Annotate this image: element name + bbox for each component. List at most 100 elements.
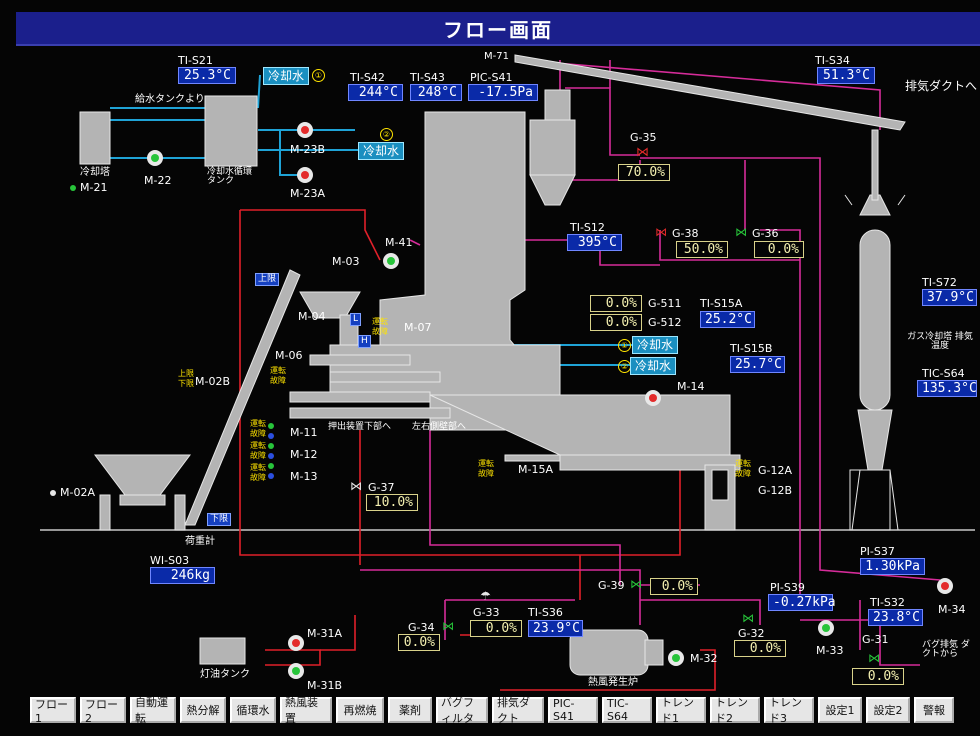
m12-label: M-12 — [290, 448, 318, 461]
valve-icon[interactable]: ⋈ — [350, 479, 362, 493]
nav-settings2[interactable]: 設定2 — [866, 697, 910, 723]
ti-s12-value[interactable]: 395°C — [567, 234, 622, 251]
g511-value[interactable]: 0.0% — [590, 295, 642, 312]
page-title: フロー画面 — [443, 17, 553, 42]
m11-label: M-11 — [290, 426, 318, 439]
g512-label: G-512 — [648, 316, 682, 329]
m15a-label: M-15A — [518, 463, 553, 476]
m04-label: M-04 — [298, 310, 326, 323]
nav-bag-filter[interactable]: バグフィルタ — [436, 696, 488, 725]
m32-label: M-32 — [690, 652, 718, 665]
ti-s15a-value[interactable]: 25.2°C — [700, 311, 755, 328]
g31-value[interactable]: 0.0% — [852, 668, 904, 685]
nav-flow1[interactable]: フロー1 — [30, 697, 76, 725]
nav-pic-s41[interactable]: PIC-S41 — [548, 697, 598, 723]
nav-trend3[interactable]: トレンド3 — [764, 696, 814, 725]
fan-icon[interactable] — [383, 253, 399, 269]
m21-label: M-21 — [80, 181, 108, 194]
valve-icon[interactable]: ⋈ — [636, 145, 649, 160]
ti-s43-value[interactable]: 248°C — [410, 84, 462, 101]
valve-icon[interactable]: ⋈ — [630, 577, 642, 591]
ti-s42-label: TI-S42 — [350, 71, 385, 84]
nav-auto[interactable]: 自動運転 — [130, 696, 176, 725]
fan-icon[interactable] — [818, 620, 834, 636]
g32-value[interactable]: 0.0% — [734, 640, 786, 657]
m13-label: M-13 — [290, 470, 318, 483]
g36-value[interactable]: 0.0% — [754, 241, 804, 258]
m71-label: M-71 — [484, 51, 509, 62]
cool-tank-label: 冷却水循環 タンク — [207, 167, 253, 186]
nav-pyrolysis[interactable]: 熱分解 — [180, 697, 226, 723]
title-bar: フロー画面 — [16, 12, 980, 46]
pump-icon[interactable] — [288, 663, 304, 679]
g38-value[interactable]: 50.0% — [676, 241, 728, 258]
nav-chemical[interactable]: 薬剤 — [388, 697, 432, 723]
g34-value[interactable]: 0.0% — [398, 634, 440, 651]
nav-flow2[interactable]: フロー2 — [80, 697, 126, 725]
g38-label: G-38 — [672, 227, 699, 240]
ti-s43-label: TI-S43 — [410, 71, 445, 84]
ti-s36-value[interactable]: 23.9°C — [528, 620, 583, 637]
equipment — [79, 54, 906, 676]
pic-s41-value[interactable]: -17.5Pa — [468, 84, 538, 101]
nav-reburn[interactable]: 再燃焼 — [336, 697, 384, 723]
wi-s03-label: WI-S03 — [150, 554, 190, 567]
tic-s64-value[interactable]: 135.3°C — [917, 380, 977, 397]
m33-label: M-33 — [816, 644, 844, 657]
g35-label: G-35 — [630, 131, 657, 144]
g12-status: 運転 故障 — [735, 459, 751, 478]
ti-s42-value[interactable]: 244°C — [348, 84, 403, 101]
m02a-group[interactable]: M-02A — [50, 487, 95, 498]
m31b-label: M-31B — [307, 679, 343, 692]
nav-settings1[interactable]: 設定1 — [818, 697, 862, 723]
nav-exhaust[interactable]: 排気ダクト — [492, 696, 544, 725]
motor-lamps — [268, 423, 274, 479]
pump-icon[interactable] — [288, 635, 304, 651]
ti-s72-value[interactable]: 37.9°C — [922, 289, 977, 306]
pi-s39-value[interactable]: -0.27kPa — [768, 594, 836, 611]
g35-value[interactable]: 70.0% — [618, 164, 670, 181]
valve-icon[interactable]: ⋈ — [442, 619, 454, 633]
m21-group[interactable]: M-21 — [70, 182, 107, 193]
m06-label: M-06 — [275, 349, 303, 362]
nav-tic-s64[interactable]: TIC-S64 — [602, 697, 652, 723]
nav-trend1[interactable]: トレンド1 — [656, 696, 706, 725]
valve-icon[interactable]: ⋈ — [868, 651, 880, 665]
pi-s37-value[interactable]: 1.30kPa — [860, 558, 925, 575]
ti-s21-label: TI-S21 — [178, 54, 213, 67]
fan-icon[interactable] — [668, 650, 684, 666]
g39-value[interactable]: 0.0% — [650, 578, 698, 595]
g12b-label: G-12B — [758, 484, 793, 497]
pump-icon[interactable] — [297, 167, 313, 183]
bag-filter-duct-label: バグ排気 ダクトから — [922, 640, 970, 659]
g33-value[interactable]: 0.0% — [470, 620, 522, 637]
nav-hot-air[interactable]: 熱風装置 — [280, 696, 332, 725]
level-l-tag: L — [350, 313, 362, 326]
ti-s34-value[interactable]: 51.3°C — [817, 67, 875, 84]
g511-label: G-511 — [648, 297, 682, 310]
kerosene-tank-label: 灯油タンク — [200, 669, 250, 680]
ti-s15b-value[interactable]: 25.7°C — [730, 356, 785, 373]
nav-alarm[interactable]: 警報 — [914, 697, 954, 723]
wi-s03-value[interactable]: 246kg — [150, 567, 215, 584]
g37-value[interactable]: 10.0% — [366, 494, 418, 511]
ti-s21-value[interactable]: 25.3°C — [178, 67, 236, 84]
m23b-label: M-23B — [290, 143, 326, 156]
m14-label: M-14 — [677, 380, 705, 393]
valve-icon[interactable]: ⋈ — [735, 225, 747, 239]
g36-label: G-36 — [752, 227, 779, 240]
g512-value[interactable]: 0.0% — [590, 314, 642, 331]
fan-icon[interactable] — [937, 578, 953, 594]
ti-s32-value[interactable]: 23.8°C — [868, 609, 923, 626]
ti-s36-label: TI-S36 — [528, 606, 563, 619]
nav-trend2[interactable]: トレンド2 — [710, 696, 760, 725]
valve-icon[interactable]: ⋈ — [655, 225, 667, 239]
pump-icon[interactable] — [297, 122, 313, 138]
cooling-water-3: 冷却水 — [632, 336, 679, 354]
fan-icon[interactable] — [645, 390, 661, 406]
valve-icon[interactable]: ⋈ — [742, 611, 754, 625]
pump-icon[interactable] — [147, 150, 163, 166]
m11-status: 運転 故障 — [250, 419, 266, 438]
heater-icon[interactable]: ☂ — [480, 589, 491, 603]
nav-circ-water[interactable]: 循環水 — [230, 697, 276, 723]
